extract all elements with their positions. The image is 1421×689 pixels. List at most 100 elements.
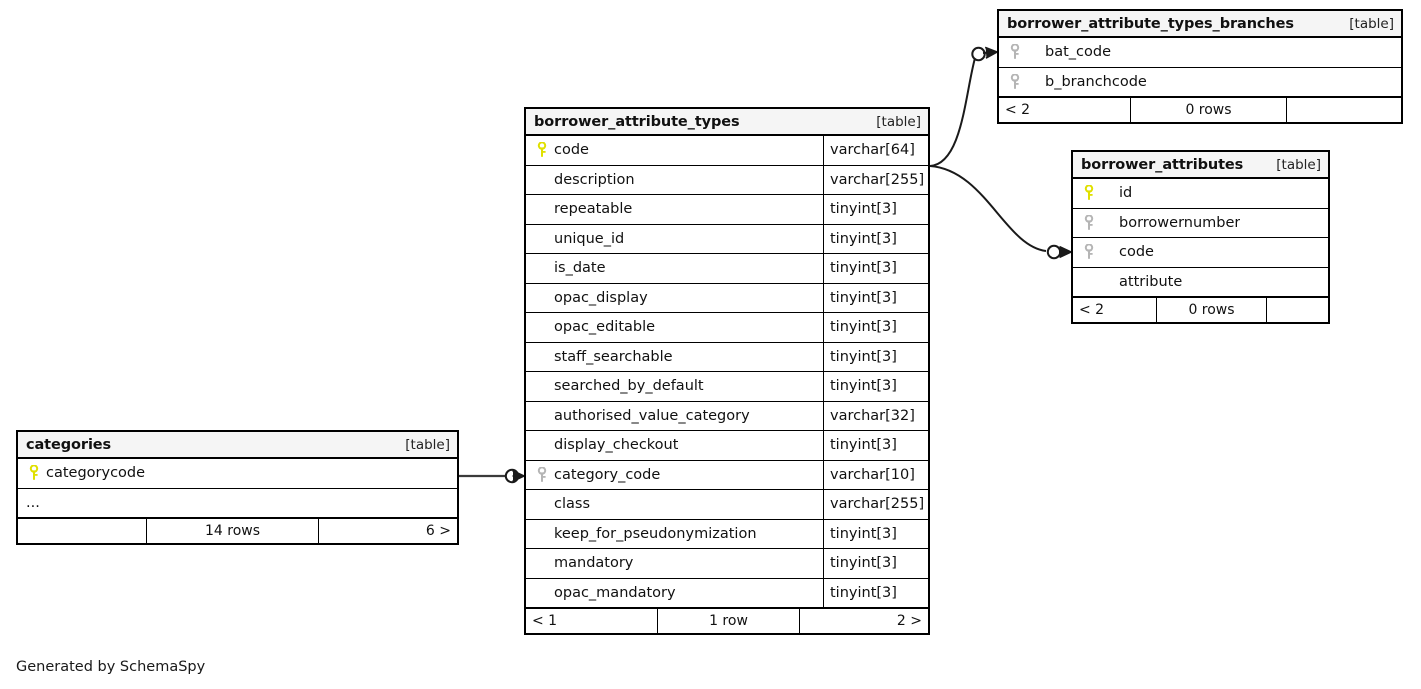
table-title: categories xyxy=(26,436,112,453)
table-borrower-attribute-types[interactable]: borrower_attribute_types [table] code va… xyxy=(524,107,930,635)
table-header: categories [table] xyxy=(18,432,457,459)
primary-key-icon xyxy=(1081,185,1097,201)
table-row[interactable]: b_branchcode xyxy=(999,68,1401,97)
column-label: staff_searchable xyxy=(554,348,673,365)
table-row[interactable]: unique_id tinyint[3] xyxy=(526,224,928,254)
table-title: borrower_attribute_types xyxy=(534,113,740,130)
table-row[interactable]: code xyxy=(1073,238,1328,268)
column-label: code xyxy=(554,142,589,159)
table-type-tag: [table] xyxy=(876,113,921,130)
relationship-types-to-attributes xyxy=(929,165,1072,260)
table-row[interactable]: id xyxy=(1073,179,1328,209)
column-label: bat_code xyxy=(1045,44,1111,61)
column-type-cell: tinyint[3] xyxy=(823,254,928,283)
footer-parent-count[interactable]: < 2 xyxy=(1005,102,1031,118)
column-name-cell: display_checkout xyxy=(526,431,823,460)
footer-parent-count[interactable]: < 1 xyxy=(532,613,558,629)
column-label: repeatable xyxy=(554,201,633,218)
column-type-cell: tinyint[3] xyxy=(823,549,928,578)
column-label: categorycode xyxy=(46,465,146,482)
primary-key-icon xyxy=(26,465,42,481)
column-label: opac_editable xyxy=(554,319,656,336)
footer-parent-count[interactable]: < 2 xyxy=(1079,302,1105,318)
column-name-cell: borrowernumber xyxy=(1073,209,1328,238)
column-type-cell: tinyint[3] xyxy=(823,283,928,312)
column-label: authorised_value_category xyxy=(554,407,750,424)
table-row[interactable]: attribute xyxy=(1073,268,1328,297)
column-list: bat_code b_branchcode xyxy=(999,38,1401,97)
column-label: description xyxy=(554,171,635,188)
table-row[interactable]: keep_for_pseudonymization tinyint[3] xyxy=(526,519,928,549)
table-row[interactable]: searched_by_default tinyint[3] xyxy=(526,372,928,402)
column-name-cell: searched_by_default xyxy=(526,372,823,401)
table-row[interactable]: opac_display tinyint[3] xyxy=(526,283,928,313)
footer-row-count: 14 rows xyxy=(146,519,319,543)
table-row[interactable]: class varchar[255] xyxy=(526,490,928,520)
table-row[interactable]: mandatory tinyint[3] xyxy=(526,549,928,579)
column-name-cell: code xyxy=(1073,238,1328,267)
column-name-cell: attribute xyxy=(1073,268,1328,297)
column-label: unique_id xyxy=(554,230,625,247)
footer-child-count xyxy=(1267,298,1328,322)
table-type-tag: [table] xyxy=(1349,15,1394,32)
column-label: borrowernumber xyxy=(1119,214,1241,231)
table-row[interactable]: code varchar[64] xyxy=(526,136,928,166)
table-row[interactable]: bat_code xyxy=(999,38,1401,68)
foreign-key-icon xyxy=(1081,244,1097,260)
table-row[interactable]: description varchar[255] xyxy=(526,165,928,195)
column-type-cell: tinyint[3] xyxy=(823,372,928,401)
column-label: b_branchcode xyxy=(1045,73,1147,90)
generated-by-note: Generated by SchemaSpy xyxy=(16,659,206,675)
column-name-cell: keep_for_pseudonymization xyxy=(526,520,823,549)
footer-child-count xyxy=(1287,98,1401,122)
column-name-cell: is_date xyxy=(526,254,823,283)
column-name-cell: repeatable xyxy=(526,195,823,224)
table-title: borrower_attributes xyxy=(1081,156,1244,173)
column-type-cell: tinyint[3] xyxy=(823,342,928,371)
column-type-cell: tinyint[3] xyxy=(823,224,928,253)
column-list: id borrowernumber code xyxy=(1073,179,1328,297)
column-name-cell: class xyxy=(526,490,823,519)
table-row[interactable]: category_code varchar[10] xyxy=(526,460,928,490)
table-borrower-attribute-types-branches[interactable]: borrower_attribute_types_branches [table… xyxy=(997,9,1403,124)
table-borrower-attributes[interactable]: borrower_attributes [table] id borrowern… xyxy=(1071,150,1330,324)
footer-row-count: 1 row xyxy=(657,609,800,633)
column-name-cell: category_code xyxy=(526,461,823,490)
column-name-cell: unique_id xyxy=(526,225,823,254)
table-row[interactable]: is_date tinyint[3] xyxy=(526,254,928,284)
column-name-cell: categorycode xyxy=(18,459,457,488)
footer-row-count: 0 rows xyxy=(1130,98,1287,122)
table-row[interactable]: authorised_value_category varchar[32] xyxy=(526,401,928,431)
table-title: borrower_attribute_types_branches xyxy=(1007,15,1294,32)
column-type-cell: varchar[32] xyxy=(823,401,928,430)
table-row[interactable]: categorycode xyxy=(18,459,457,489)
table-row[interactable]: opac_mandatory tinyint[3] xyxy=(526,578,928,608)
primary-key-icon xyxy=(534,142,550,158)
table-row[interactable]: staff_searchable tinyint[3] xyxy=(526,342,928,372)
column-type-cell: varchar[255] xyxy=(823,490,928,519)
footer-child-count[interactable]: 6 > xyxy=(425,523,451,539)
column-name-cell: mandatory xyxy=(526,549,823,578)
footer-child-count[interactable]: 2 > xyxy=(896,613,922,629)
column-name-cell: opac_mandatory xyxy=(526,579,823,608)
table-footer: < 1 1 row 2 > xyxy=(526,608,928,633)
table-row[interactable]: borrowernumber xyxy=(1073,209,1328,238)
table-footer: 14 rows 6 > xyxy=(18,518,457,543)
column-label: id xyxy=(1119,185,1133,202)
column-list: categorycode ... xyxy=(18,459,457,518)
table-categories[interactable]: categories [table] categorycode ... 14 r… xyxy=(16,430,459,545)
column-name-cell: b_branchcode xyxy=(999,68,1401,97)
column-label: class xyxy=(554,496,590,513)
column-type-cell: tinyint[3] xyxy=(823,519,928,548)
column-label: opac_display xyxy=(554,289,648,306)
table-row[interactable]: opac_editable tinyint[3] xyxy=(526,313,928,343)
table-row[interactable]: display_checkout tinyint[3] xyxy=(526,431,928,461)
column-type-cell: varchar[10] xyxy=(823,460,928,489)
column-name-cell: opac_editable xyxy=(526,313,823,342)
column-label: code xyxy=(1119,244,1154,261)
table-row[interactable]: repeatable tinyint[3] xyxy=(526,195,928,225)
table-header: borrower_attributes [table] xyxy=(1073,152,1328,179)
column-label: display_checkout xyxy=(554,437,679,454)
column-name-cell: description xyxy=(526,166,823,195)
